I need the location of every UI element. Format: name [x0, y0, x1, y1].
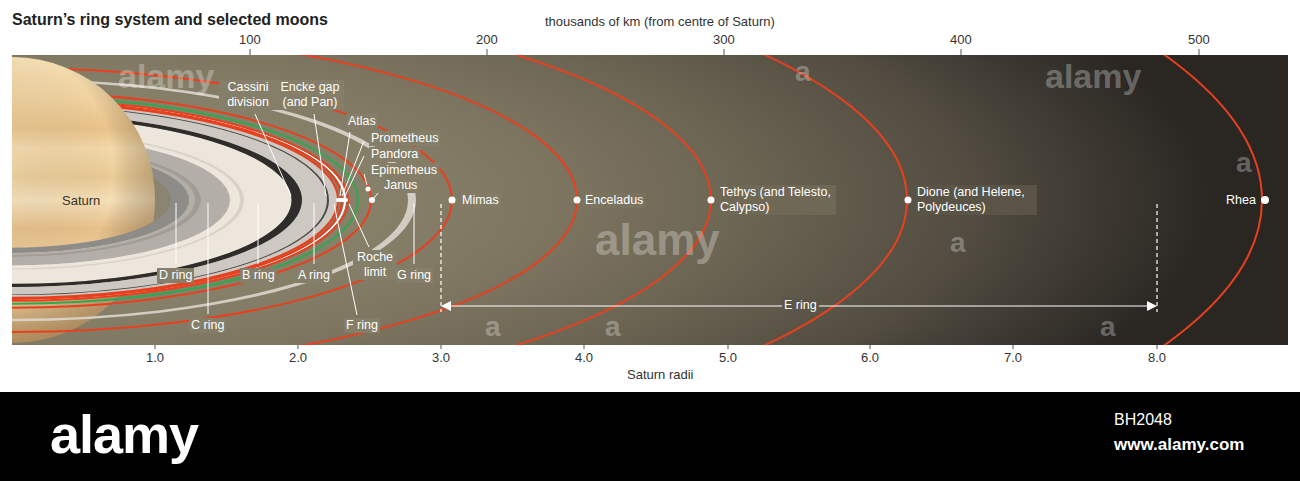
ring-label: D ring: [157, 268, 194, 283]
watermark: a: [1236, 148, 1252, 178]
watermark-logo: alamy: [50, 404, 198, 464]
watermark: alamy: [118, 57, 214, 95]
diagram-title: Saturn’s ring system and selected moons: [12, 10, 328, 29]
tick-label: 5.0: [719, 350, 737, 365]
planet-label: Saturn: [62, 193, 100, 208]
tick-label: 6.0: [861, 350, 879, 365]
tick-label: 200: [476, 32, 498, 47]
ring-label: F ring: [344, 318, 380, 333]
ring-label: A ring: [296, 268, 332, 283]
watermark: a: [795, 57, 811, 87]
panel-content: [12, 55, 1269, 345]
tick-label: 100: [239, 32, 261, 47]
ring-label: C ring: [189, 318, 226, 333]
rings-front: [12, 200, 1262, 345]
moon-label: Epimetheus: [369, 163, 439, 178]
rings-back: [12, 55, 1262, 200]
axis-ticks: [155, 49, 1199, 349]
watermark: alamy: [1045, 57, 1141, 95]
watermark: a: [1100, 312, 1116, 342]
tick-label: 1.0: [146, 350, 164, 365]
watermark: a: [605, 312, 621, 342]
moon-label: Pandora: [369, 147, 420, 162]
moon-label: Dione (and Helene, Polydeuces): [915, 185, 1037, 215]
tick-label: 500: [1188, 32, 1210, 47]
moon-label: Enceladus: [583, 193, 645, 208]
watermark-url: www.alamy.com: [1114, 434, 1244, 455]
moon-label: Janus: [382, 178, 419, 193]
tick-label: 400: [950, 32, 972, 47]
ring-label: B ring: [240, 268, 277, 283]
tick-label: 2.0: [289, 350, 307, 365]
moon-label: Prometheus: [369, 131, 440, 146]
moon-label: Rhea: [1224, 193, 1258, 208]
tick-label: 3.0: [432, 350, 450, 365]
watermark: a: [950, 228, 966, 258]
tick-label: 300: [713, 32, 735, 47]
image-code: BH2048: [1114, 410, 1172, 430]
tick-label: 7.0: [1004, 350, 1022, 365]
axis-title: thousands of km (from centre of Saturn): [545, 14, 775, 29]
moon-label: Tethys (and Telesto, Calypso): [718, 185, 836, 215]
moon-label: Mimas: [460, 193, 501, 208]
watermark-bar: [0, 392, 1300, 481]
ring-label: E ring: [782, 298, 819, 313]
tick-label: 4.0: [575, 350, 593, 365]
watermark: a: [485, 312, 501, 342]
watermark: alamy: [595, 216, 720, 264]
axis-title: Saturn radii: [627, 367, 693, 382]
ring-label: Encke gap (and Pan): [276, 80, 344, 110]
limit-label: Roche limit: [353, 250, 397, 280]
moon-label: Atlas: [346, 114, 378, 129]
ring-label: G ring: [395, 268, 433, 283]
ring-label: Cassini division: [219, 80, 277, 110]
tick-label: 8.0: [1148, 350, 1166, 365]
e-ring-limits: [441, 204, 1157, 312]
